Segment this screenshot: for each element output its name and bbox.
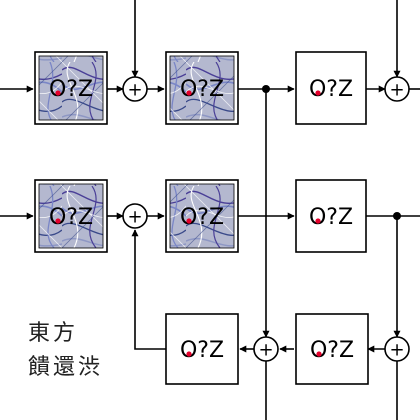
svg-text:+: + [389, 80, 404, 101]
caption-line-2: 饋還渋 [28, 355, 104, 380]
block-r2-b2: O?Z [165, 179, 239, 253]
block-label: O?Z [180, 77, 224, 102]
branch-point-row-1 [262, 85, 270, 93]
red-dot-marker [186, 218, 192, 224]
red-dot-marker [186, 351, 192, 357]
block-r2-b3: O?Z [295, 179, 367, 253]
texture-image [38, 183, 104, 249]
red-dot-marker [315, 218, 321, 224]
red-dot-marker [316, 351, 322, 357]
svg-text:+: + [258, 340, 273, 361]
summing-junction-r3-a: + [253, 336, 279, 362]
svg-text:+: + [127, 207, 142, 228]
block-r3-b1: O?Z [165, 313, 239, 385]
block-label: O?Z [180, 205, 224, 230]
svg-text:+: + [127, 80, 142, 101]
block-label: O?Z [309, 77, 353, 102]
summing-junction-r1-b: + [384, 76, 410, 102]
branch-point-row-2 [393, 212, 401, 220]
texture-image [38, 55, 104, 121]
block-label: O?Z [49, 77, 93, 102]
summing-junction-r3-b: + [384, 336, 410, 362]
block-r3-b2: O?Z [295, 313, 369, 385]
red-dot-marker [55, 90, 61, 96]
block-r1-b3: O?Z [295, 51, 367, 125]
wires-row-3 [131, 229, 398, 420]
block-label: O?Z [310, 338, 354, 363]
red-dot-marker [186, 90, 192, 96]
block-r2-b1: O?Z [34, 179, 108, 253]
caption-line-1: 東方 [28, 321, 79, 346]
summing-junction-r2-a: + [122, 203, 148, 229]
block-r1-b2: O?Z [165, 51, 239, 125]
red-dot-marker [315, 90, 321, 96]
blocks-layer: O?Z O?Z O?Z O?Z O?Z O?Z O?Z O?Z [34, 51, 369, 385]
wires-row-1 [0, 0, 420, 338]
block-r1-b1: O?Z [34, 51, 108, 125]
texture-image [169, 183, 235, 249]
block-label: O?Z [49, 205, 93, 230]
red-dot-marker [55, 218, 61, 224]
svg-text:+: + [389, 340, 404, 361]
block-label: O?Z [309, 205, 353, 230]
summing-junction-r1-a: + [122, 76, 148, 102]
block-label: O?Z [180, 338, 224, 363]
texture-image [169, 55, 235, 121]
